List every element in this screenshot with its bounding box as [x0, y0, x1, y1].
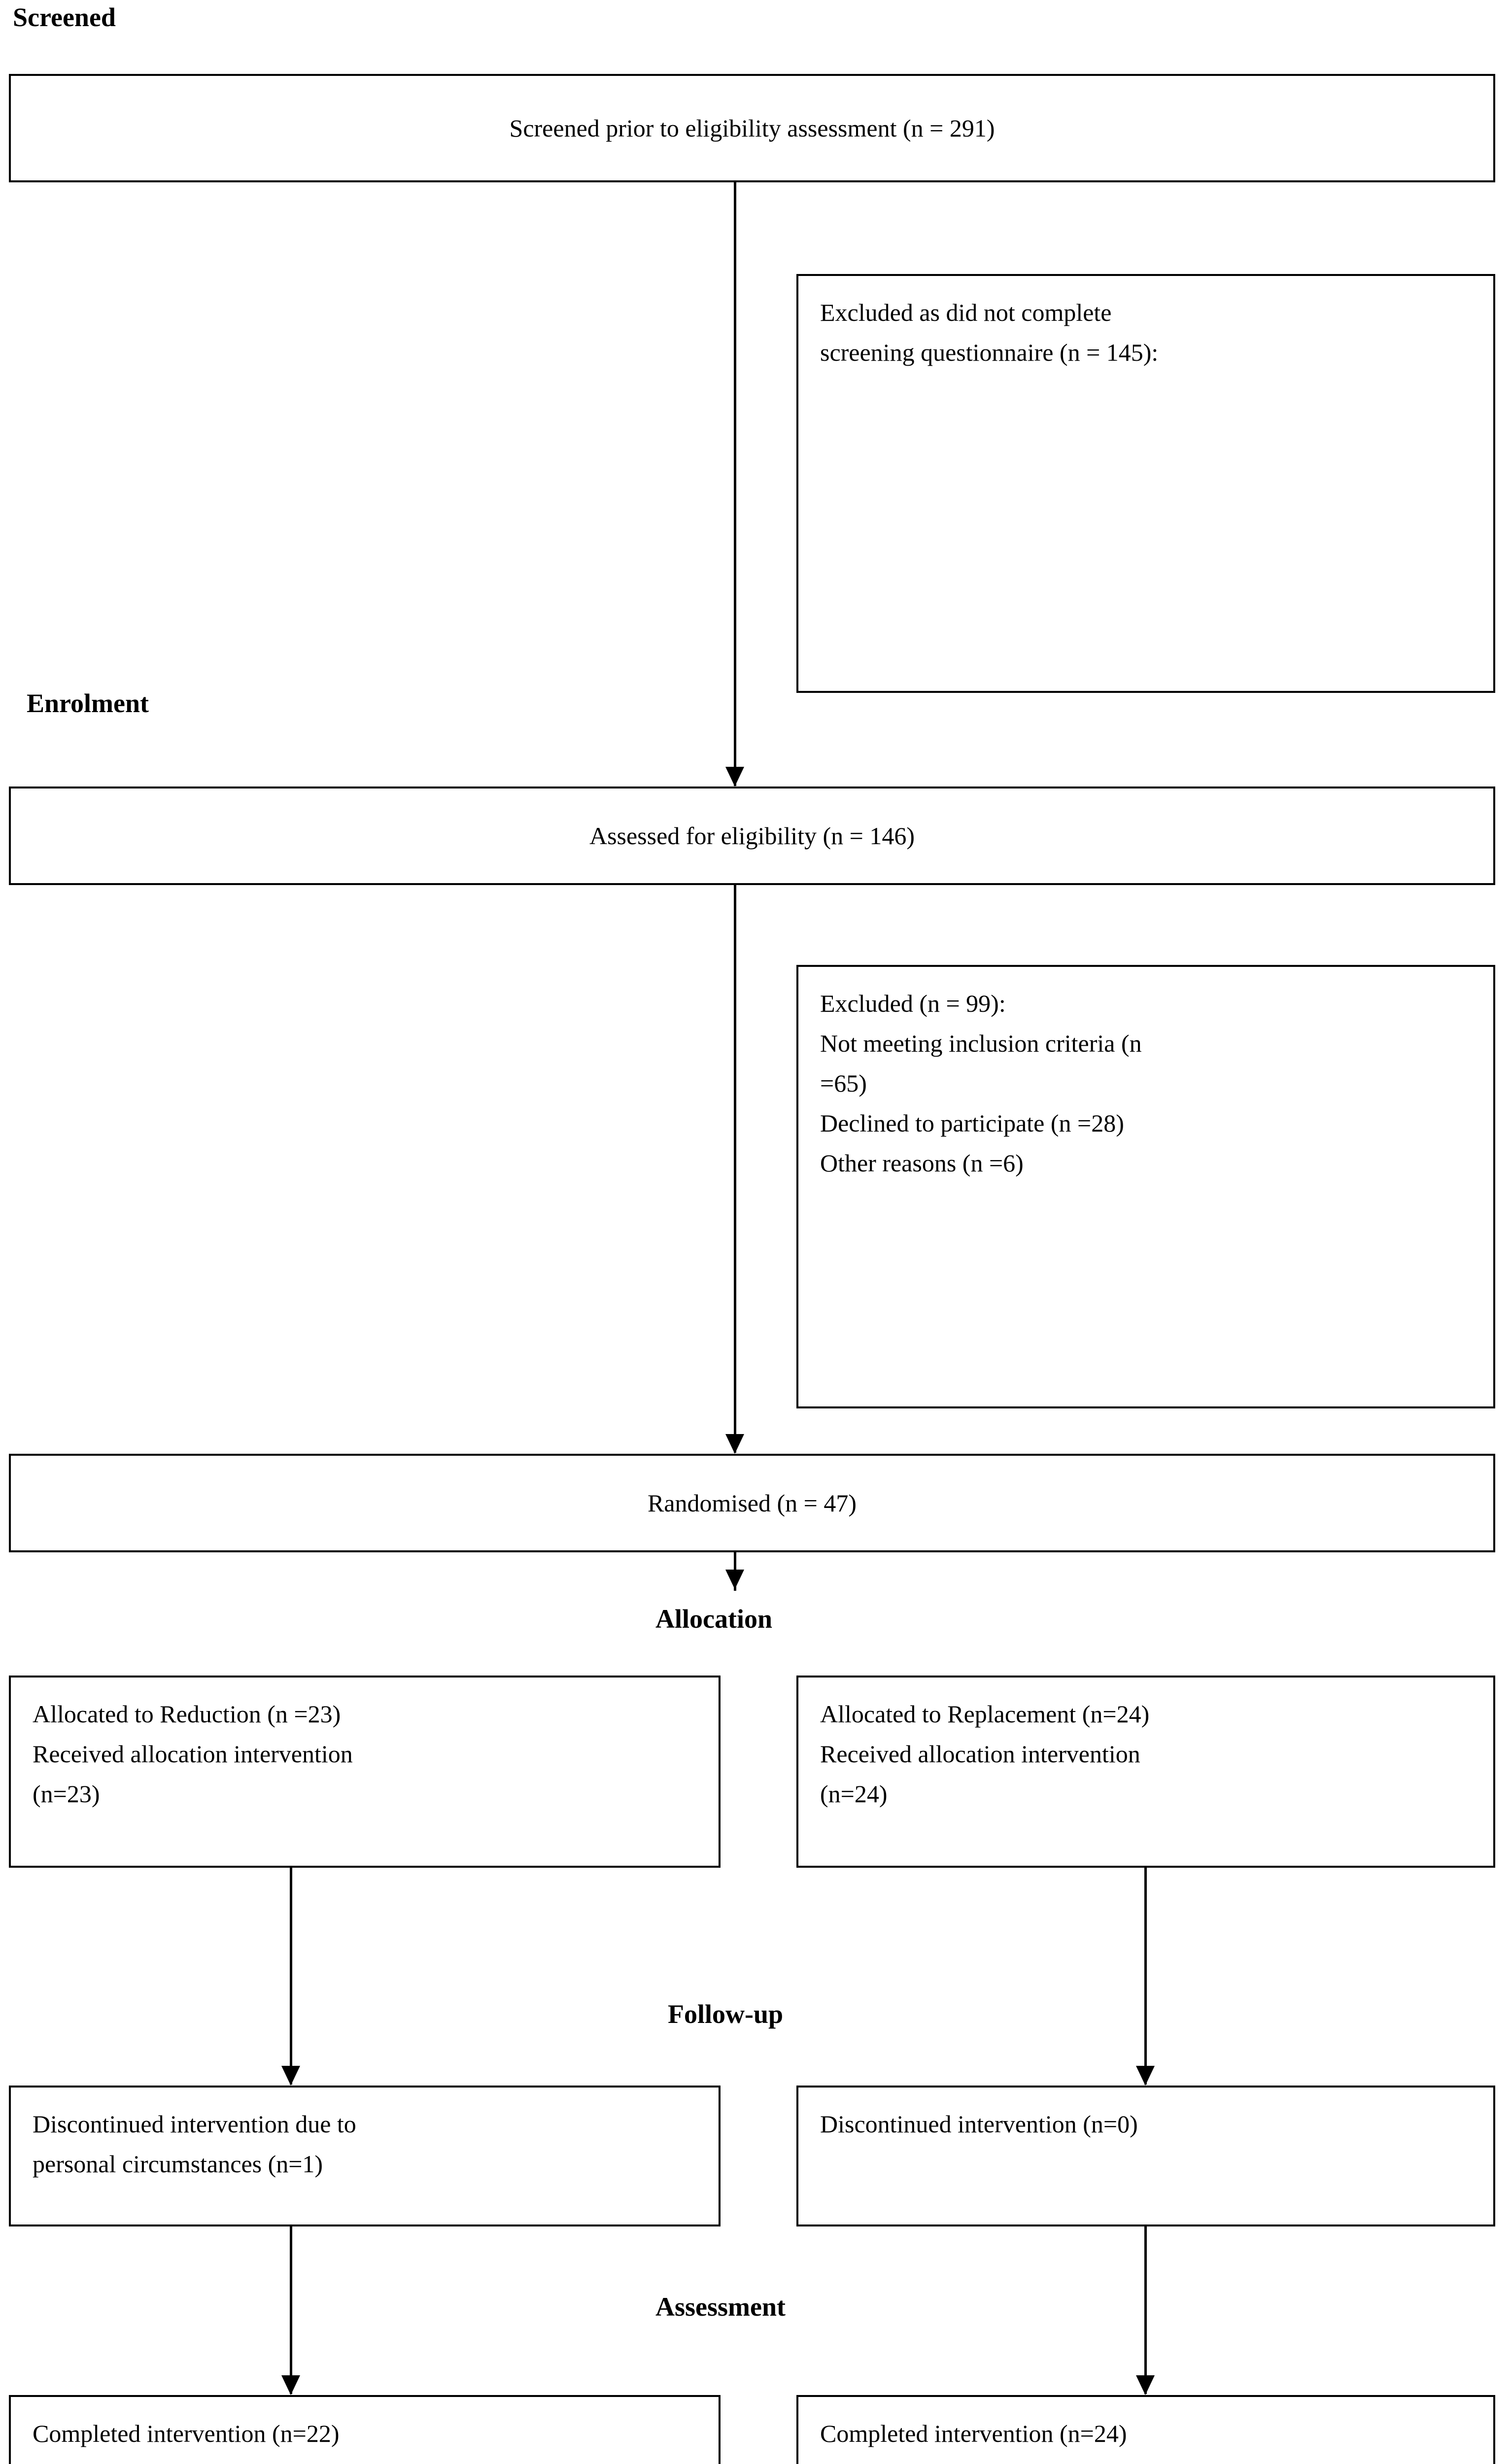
- arrowhead-allocation-right-to-followup: [1136, 2066, 1155, 2086]
- box-excluded-eligibility-line-2: Not meeting inclusion criteria (n: [820, 1029, 1142, 1057]
- box-assessed-text: Assessed for eligibility (n = 146): [589, 821, 915, 850]
- arrowhead-allocation-left-to-followup: [281, 2066, 300, 2086]
- connector-allocation-left-to-followup: [290, 1868, 292, 2085]
- box-allocation-reduction: Allocated to Reduction (n =23) Received …: [9, 1676, 721, 1868]
- stage-label-enrolment: Enrolment: [27, 688, 149, 718]
- arrowhead-followup-right-to-assessment: [1136, 2375, 1155, 2395]
- stage-label-screened: Screened: [13, 2, 116, 32]
- box-allocation-replacement-line-3: (n=24): [820, 1780, 888, 1808]
- box-excluded-eligibility-line-1: Excluded (n = 99):: [820, 990, 1006, 1017]
- box-followup-replacement-line-1: Discontinued intervention (n=0): [820, 2110, 1138, 2138]
- box-allocation-replacement-line-1: Allocated to Replacement (n=24): [820, 1700, 1150, 1728]
- box-assessment-replacement-line-1: Completed intervention (n=24): [820, 2420, 1127, 2447]
- box-allocation-replacement-line-2: Received allocation intervention: [820, 1740, 1140, 1768]
- connector-allocation-right-to-followup: [1144, 1868, 1147, 2085]
- box-excluded-screening: Excluded as did not complete screening q…: [796, 274, 1495, 693]
- box-screened-text: Screened prior to eligibility assessment…: [509, 114, 995, 142]
- stage-label-assessment: Assessment: [655, 2292, 786, 2322]
- box-assessment-reduction-line-2: Completed acceptability q. (n=22): [33, 2454, 697, 2464]
- connector-followup-left-to-assessment: [290, 2226, 292, 2394]
- box-assessment-reduction-line-1: Completed intervention (n=22): [33, 2420, 340, 2447]
- connector-assessed-to-randomised: [734, 885, 736, 1453]
- box-excluded-eligibility-line-4: Declined to participate (n =28): [820, 1109, 1124, 1137]
- stage-label-followup: Follow-up: [668, 1999, 784, 2029]
- box-randomised-text: Randomised (n = 47): [648, 1489, 857, 1517]
- box-followup-reduction: Discontinued intervention due to persona…: [9, 2086, 721, 2226]
- stage-label-allocation: Allocation: [655, 1604, 772, 1634]
- box-followup-reduction-line-1: Discontinued intervention due to: [33, 2110, 356, 2138]
- box-followup-reduction-line-2: personal circumstances (n=1): [33, 2150, 323, 2178]
- connector-screened-to-assessed: [734, 182, 736, 786]
- arrowhead-randomised-stem: [725, 1570, 744, 1589]
- box-excluded-eligibility-line-3: =65): [820, 1069, 867, 1097]
- box-assessment-replacement-line-2: Completed acceptability q. (n=24): [820, 2454, 1472, 2464]
- box-excluded-eligibility: Excluded (n = 99): Not meeting inclusion…: [796, 965, 1495, 1408]
- box-allocation-replacement: Allocated to Replacement (n=24) Received…: [796, 1676, 1495, 1868]
- box-excluded-screening-line-1: Excluded as did not complete: [820, 299, 1112, 326]
- arrowhead-followup-left-to-assessment: [281, 2375, 300, 2395]
- box-assessed-for-eligibility: Assessed for eligibility (n = 146): [9, 787, 1495, 885]
- arrowhead-screened-to-assessed: [725, 767, 744, 787]
- box-assessment-replacement: Completed intervention (n=24) Completed …: [796, 2395, 1495, 2464]
- box-excluded-screening-line-2: screening questionnaire (n = 145):: [820, 339, 1159, 366]
- box-allocation-reduction-line-1: Allocated to Reduction (n =23): [33, 1700, 341, 1728]
- box-excluded-eligibility-line-5: Other reasons (n =6): [820, 1149, 1024, 1177]
- box-followup-replacement: Discontinued intervention (n=0): [796, 2086, 1495, 2226]
- box-allocation-reduction-line-3: (n=23): [33, 1780, 100, 1808]
- box-assessment-reduction: Completed intervention (n=22) Completed …: [9, 2395, 721, 2464]
- box-allocation-reduction-line-2: Received allocation intervention: [33, 1740, 353, 1768]
- arrowhead-assessed-to-randomised: [725, 1434, 744, 1454]
- box-screened: Screened prior to eligibility assessment…: [9, 74, 1495, 182]
- connector-followup-right-to-assessment: [1144, 2226, 1147, 2394]
- box-randomised: Randomised (n = 47): [9, 1454, 1495, 1552]
